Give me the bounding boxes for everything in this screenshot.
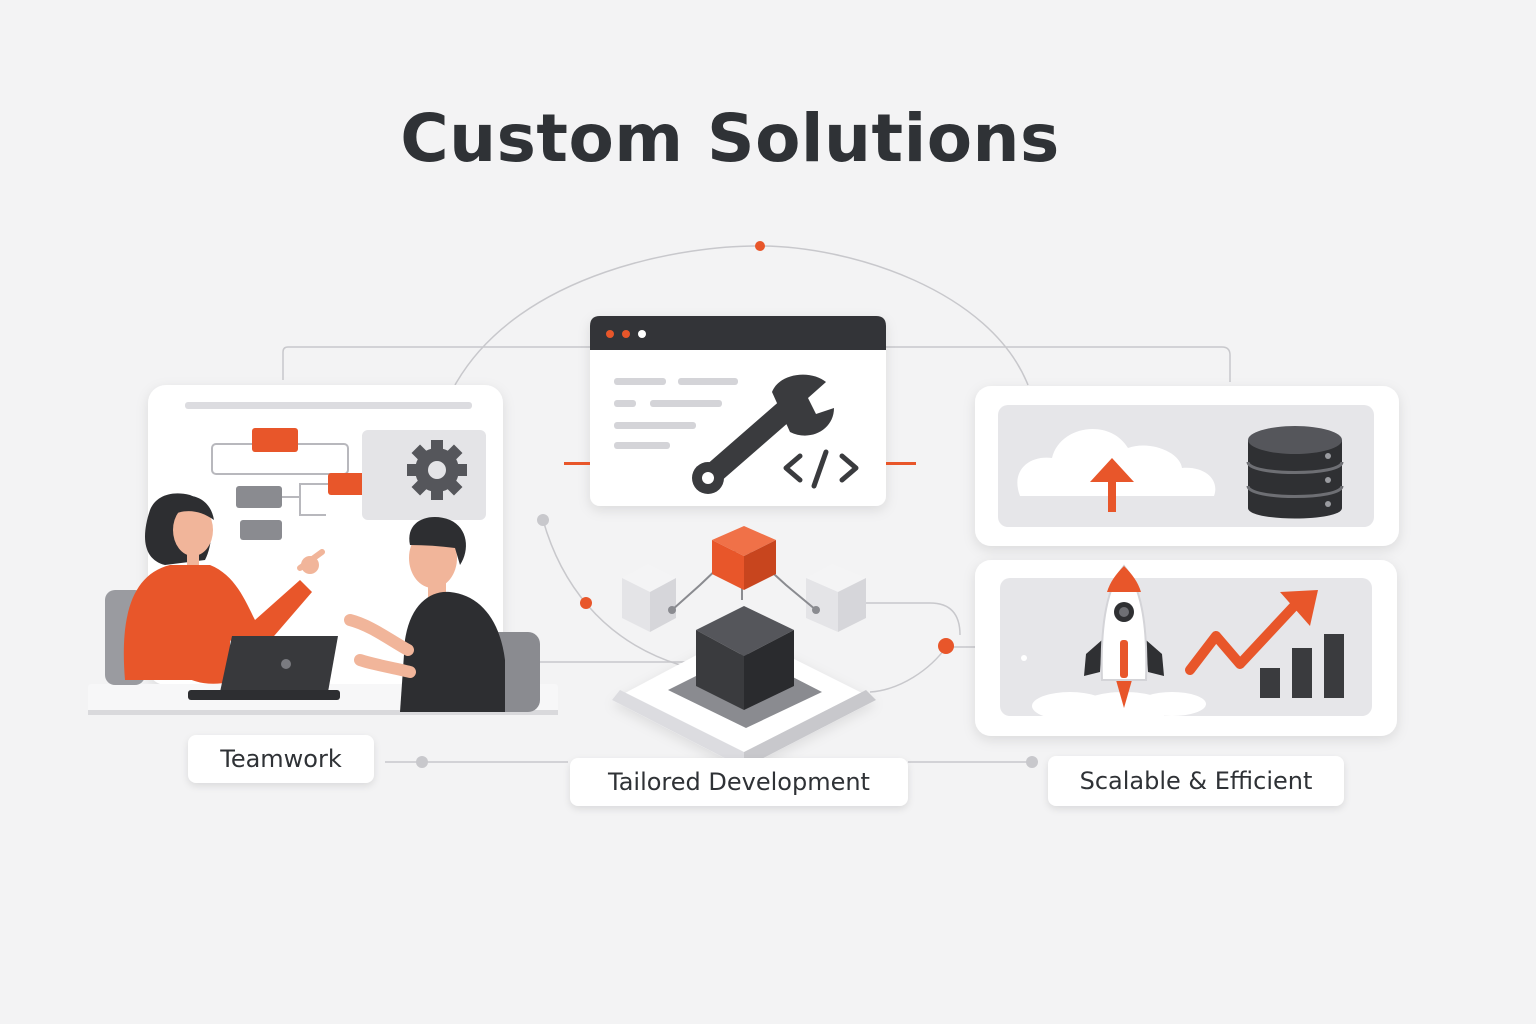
teamwork-panel xyxy=(88,385,558,715)
small-cube-left xyxy=(622,564,676,632)
growth-arrow-icon xyxy=(1185,590,1318,675)
database-icon xyxy=(1246,426,1344,519)
label-scalable-efficient: Scalable & Efficient xyxy=(1048,756,1344,806)
gear-icon xyxy=(407,440,467,500)
connector-dots xyxy=(416,241,1038,768)
wrench-icon xyxy=(692,374,834,494)
laptop-icon xyxy=(188,636,340,700)
code-window-panel xyxy=(564,316,916,506)
label-teamwork: Teamwork xyxy=(188,735,374,783)
page-title: Custom Solutions xyxy=(400,100,1060,177)
orange-cube xyxy=(712,526,776,590)
rocket-icon xyxy=(1032,564,1206,724)
cloud-upload-icon xyxy=(1017,428,1216,512)
dark-cube xyxy=(696,606,794,710)
code-icon xyxy=(783,449,859,489)
connector-lines xyxy=(282,245,1231,763)
growth-panel xyxy=(975,560,1397,736)
cloud-storage-panel xyxy=(975,386,1399,546)
label-tailored-development: Tailored Development xyxy=(570,758,908,806)
bar-chart-icon xyxy=(1260,634,1344,698)
cube-icon xyxy=(612,526,876,768)
man-figure xyxy=(344,517,540,712)
woman-figure xyxy=(105,493,325,685)
small-cube-right xyxy=(806,564,866,632)
